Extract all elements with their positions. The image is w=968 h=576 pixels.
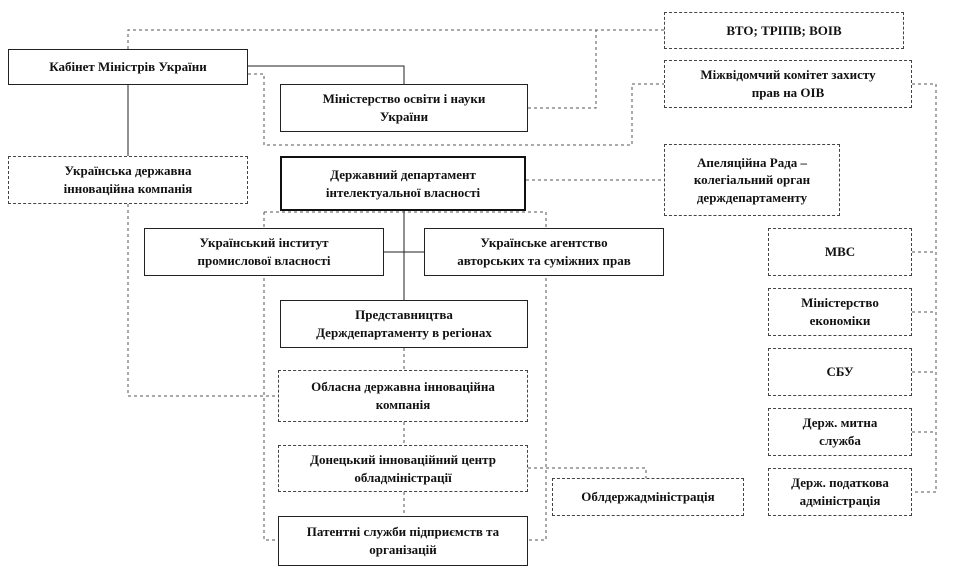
node-cabinet: Кабінет Міністрів України	[8, 49, 248, 85]
node-inst-industrial: Український інститут промислової власнос…	[144, 228, 384, 276]
node-agency-copyright: Українське агентство авторських та суміж…	[424, 228, 664, 276]
connector-innovation-regional	[127, 204, 278, 397]
node-inst-industrial-line1: Український інститут	[199, 235, 329, 251]
node-interagency-line1: Міжвідомчий комітет захисту	[700, 67, 876, 83]
node-tax-line2: адміністрація	[799, 493, 881, 508]
node-ministry-education-line2: України	[379, 109, 429, 124]
solid-connectors	[127, 65, 424, 300]
node-regional-company: Обласна державна інноваційна компанія	[278, 370, 528, 422]
connector-cabinet-department	[248, 73, 664, 146]
node-regional-company-line1: Обласна державна інноваційна	[311, 379, 495, 395]
node-appeal-board-line3: держдепартаменту	[696, 189, 808, 205]
node-cabinet-text: Кабінет Міністрів України	[49, 59, 207, 75]
node-inst-industrial-line2: промислової власності	[197, 253, 331, 268]
connector-cabinet-ministry	[248, 65, 405, 84]
node-tax-line1: Держ. податкова	[791, 475, 889, 491]
node-state-department: Державний департамент інтелектуальної вл…	[280, 156, 526, 211]
node-donetsk-center: Донецький інноваційний центр облaдмініст…	[278, 445, 528, 492]
node-representation: Представництва Держдепартаменту в регіон…	[280, 300, 528, 348]
connector-department-group	[264, 211, 547, 541]
node-patent-services-line1: Патентні служби підприємств та	[306, 524, 500, 540]
node-donetsk-center-line1: Донецький інноваційний центр	[310, 451, 496, 467]
node-oblderzh-text: Облдержадміністрація	[581, 489, 715, 505]
node-ministry-education-line1: Міністерство освіти і науки	[322, 91, 486, 107]
node-ukr-innovation-line1: Українська державна	[64, 163, 192, 179]
node-tax: Держ. податкова адміністрація	[768, 468, 912, 516]
node-ministry-economy-line1: Міністерство	[801, 295, 879, 311]
node-sbu: СБУ	[768, 348, 912, 396]
node-ministry-education: Міністерство освіти і науки України	[280, 84, 528, 132]
node-appeal-board: Апеляційна Рада – колегіальний орган дер…	[664, 144, 840, 216]
node-mvs-text: МВС	[824, 244, 856, 260]
node-donetsk-center-line2: облaдміністрації	[354, 469, 452, 485]
node-representation-line1: Представництва	[355, 307, 453, 323]
node-customs-line1: Держ. митна	[802, 415, 878, 431]
node-vto: ВТО; ТРІПВ; ВОІВ	[664, 12, 904, 49]
node-sbu-text: СБУ	[826, 364, 854, 380]
node-vto-text: ВТО; ТРІПВ; ВОІВ	[726, 22, 842, 38]
node-patent-services-line2: організацій	[369, 542, 437, 557]
node-state-department-line1: Державний департамент	[330, 166, 476, 182]
node-interagency: Міжвідомчий комітет захисту прав на ОІВ	[664, 60, 912, 108]
node-ukr-innovation-line2: інноваційна компанія	[63, 181, 193, 196]
node-ukr-innovation: Українська державна інноваційна компанія	[8, 156, 248, 204]
node-ministry-economy: Міністерство економіки	[768, 288, 912, 336]
node-appeal-board-line1: Апеляційна Рада –	[696, 154, 808, 170]
node-customs: Держ. митна служба	[768, 408, 912, 456]
node-customs-line2: служба	[819, 433, 861, 448]
node-representation-line2: Держдепартаменту в регіонах	[316, 325, 492, 340]
node-regional-company-line2: компанія	[375, 397, 431, 412]
node-ministry-economy-line2: економіки	[809, 313, 871, 328]
connector-cabinet-vto	[127, 29, 664, 49]
node-appeal-board-line2: колегіальний орган	[693, 172, 811, 188]
node-state-department-line2: інтелектуальної власності	[325, 184, 481, 200]
node-patent-services: Патентні служби підприємств та організац…	[278, 516, 528, 566]
dashed-connectors	[127, 29, 937, 541]
connector-ministry-vto	[528, 30, 597, 109]
node-interagency-line2: прав на ОІВ	[751, 85, 825, 100]
connector-interagency-right	[912, 83, 937, 493]
node-agency-copyright-line2: авторських та суміжних прав	[457, 253, 631, 268]
node-agency-copyright-line1: Українське агентство	[480, 235, 608, 251]
node-mvs: МВС	[768, 228, 912, 276]
connector-group-left	[263, 212, 278, 541]
node-oblderzh: Облдержадміністрація	[552, 478, 744, 516]
